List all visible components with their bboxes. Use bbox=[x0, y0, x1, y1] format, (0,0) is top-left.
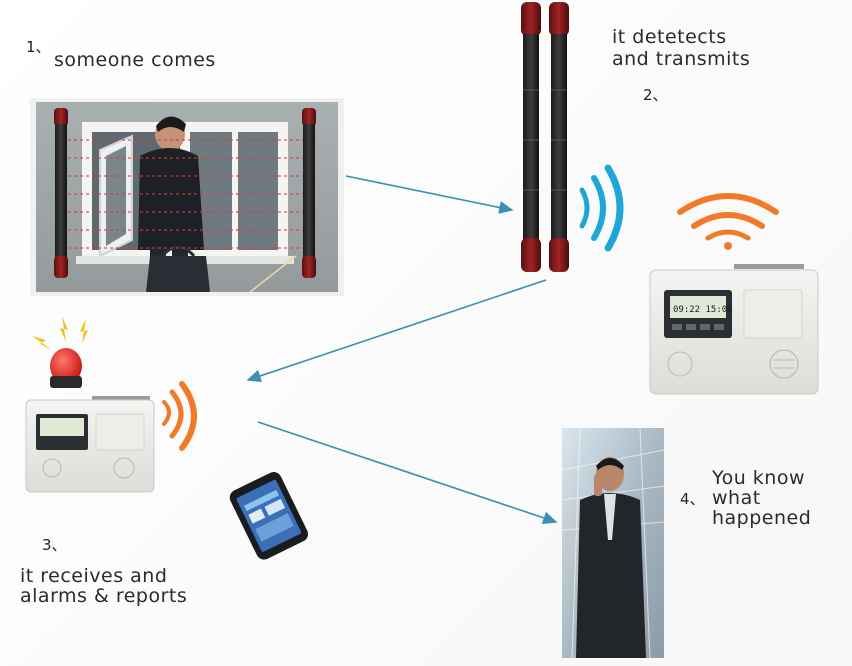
transmit-signal-icon bbox=[579, 164, 624, 252]
step-4-number: 4、 bbox=[680, 490, 705, 508]
flow-arrows bbox=[246, 175, 558, 524]
step-3-line-2: alarms & reports bbox=[20, 585, 188, 607]
smartphone-icon bbox=[229, 472, 309, 560]
step-4-line-2: what bbox=[712, 487, 761, 509]
step-4-caption: You know what happened bbox=[712, 468, 811, 528]
alarm-signal-icon bbox=[162, 381, 197, 451]
arrow-to-owner bbox=[257, 421, 558, 524]
beam-detector bbox=[521, 2, 569, 272]
intruder-photo bbox=[30, 98, 344, 296]
step-3-caption: it receives and alarms & reports bbox=[20, 566, 187, 606]
arrow-to-detector bbox=[345, 175, 514, 214]
step-4-line-3: happened bbox=[712, 507, 812, 529]
step-1-line-1: someone comes bbox=[54, 49, 216, 71]
step-4-line-1: You know bbox=[712, 467, 805, 489]
arrow-to-panel bbox=[246, 279, 547, 382]
step-1-caption: someone comes bbox=[54, 50, 216, 70]
businessman-photo bbox=[561, 427, 665, 659]
step-3-number: 3、 bbox=[42, 536, 67, 554]
step-2-caption: it detetects and transmits bbox=[612, 26, 750, 70]
wireless-signal-icon bbox=[677, 193, 779, 250]
siren-icon bbox=[32, 316, 88, 388]
step-3-line-1: it receives and bbox=[20, 565, 168, 587]
alarm-panel-large: 09:22 15:08 bbox=[649, 264, 819, 395]
alarm-panel-small bbox=[25, 396, 155, 493]
step-2-line-2: and transmits bbox=[612, 48, 751, 70]
panel-screen-text: 09:22 15:08 bbox=[673, 305, 733, 315]
step-2-line-1: it detetects bbox=[612, 26, 727, 48]
step-2-number: 2、 bbox=[643, 86, 668, 104]
step-1-number: 1、 bbox=[26, 38, 51, 56]
